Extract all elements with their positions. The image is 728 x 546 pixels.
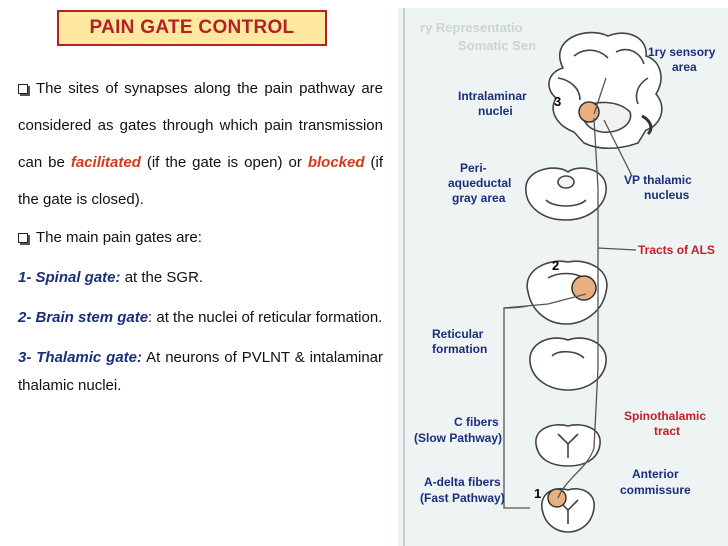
midbrain-section bbox=[525, 167, 607, 221]
label-intralaminar-1: Intralaminar bbox=[458, 89, 527, 103]
label-vp-1: VP thalamic bbox=[624, 173, 692, 187]
label-peri-2: aqueductal bbox=[448, 176, 511, 190]
gate-text: at the SGR. bbox=[120, 269, 204, 286]
label-peri-3: gray area bbox=[452, 191, 506, 205]
facilitated-word: facilitated bbox=[70, 154, 141, 171]
pathway-lines bbox=[503, 77, 637, 509]
title-box: PAIN GATE CONTROL bbox=[57, 10, 327, 46]
label-reticular-1: Reticular bbox=[432, 327, 484, 341]
label-c-fibers: C fibers bbox=[454, 415, 499, 429]
intro-part-2: (if the gate is open) or bbox=[140, 154, 308, 171]
label-peri-1: Peri- bbox=[460, 161, 487, 175]
gate-text: : at the nuclei of reticular formation. bbox=[148, 309, 383, 326]
pain-pathway-diagram: ry Representatio Somatic Sen 3 2 bbox=[398, 8, 728, 546]
blocked-word: blocked bbox=[307, 154, 365, 171]
intro-part-1: The sites of synapses along the pain pat… bbox=[18, 80, 383, 171]
gate-label: 1- Spinal gate: bbox=[18, 269, 121, 286]
label-slow: (Slow Pathway) bbox=[414, 431, 502, 445]
label-vp-2: nucleus bbox=[644, 188, 690, 202]
gate-2-circle bbox=[571, 275, 597, 301]
label-sensory-2: area bbox=[672, 60, 697, 74]
label-reticular-2: formation bbox=[432, 342, 487, 356]
label-intralaminar-2: nuclei bbox=[478, 104, 513, 118]
label-fast: (Fast Pathway) bbox=[420, 491, 505, 505]
gate-label: 2- Brain stem gate bbox=[18, 309, 149, 326]
gate-item-spinal: 1- Spinal gate: at the SGR. bbox=[18, 264, 383, 292]
label-anterior-2: commissure bbox=[620, 483, 691, 497]
main-gates-heading: The main pain gates are: bbox=[18, 224, 383, 252]
gate-text: At neurons of PVLNT & intalaminar thalam… bbox=[18, 349, 383, 394]
page-title: PAIN GATE CONTROL bbox=[89, 17, 295, 38]
medulla-section bbox=[529, 337, 607, 391]
gate-1-circle bbox=[547, 488, 567, 508]
gate-item-thalamic: 3- Thalamic gate: At neurons of PVLNT & … bbox=[18, 344, 383, 400]
gate-label: 3- Thalamic gate: bbox=[18, 349, 143, 366]
label-spino-2: tract bbox=[654, 424, 680, 438]
gate-3-circle bbox=[578, 101, 600, 123]
gate-item-brainstem: 2- Brain stem gate: at the nuclei of ret… bbox=[18, 304, 383, 332]
checkbox-bullet-icon bbox=[18, 233, 28, 243]
checkbox-bullet-icon bbox=[18, 84, 28, 94]
label-anterior-1: Anterior bbox=[632, 467, 679, 481]
main-gates-text: The main pain gates are: bbox=[36, 229, 202, 246]
gate-number-1: 1 bbox=[534, 486, 541, 501]
gate-number-2: 2 bbox=[552, 258, 559, 273]
gate-number-3: 3 bbox=[554, 94, 561, 109]
text-column: The sites of synapses along the pain pat… bbox=[18, 70, 383, 400]
label-spino-1: Spinothalamic bbox=[624, 409, 706, 423]
label-sensory-1: 1ry sensory bbox=[648, 45, 716, 59]
spinal-cord-upper bbox=[535, 424, 601, 467]
intro-part-3: (if the gate is closed). bbox=[18, 154, 383, 208]
svg-text:ry Representatio: ry Representatio bbox=[420, 20, 523, 35]
svg-text:Somatic Sen: Somatic Sen bbox=[458, 38, 536, 53]
label-tracts-als: Tracts of ALS bbox=[638, 243, 715, 257]
label-adelta: A-delta fibers bbox=[424, 475, 501, 489]
intro-paragraph: The sites of synapses along the pain pat… bbox=[18, 70, 383, 218]
